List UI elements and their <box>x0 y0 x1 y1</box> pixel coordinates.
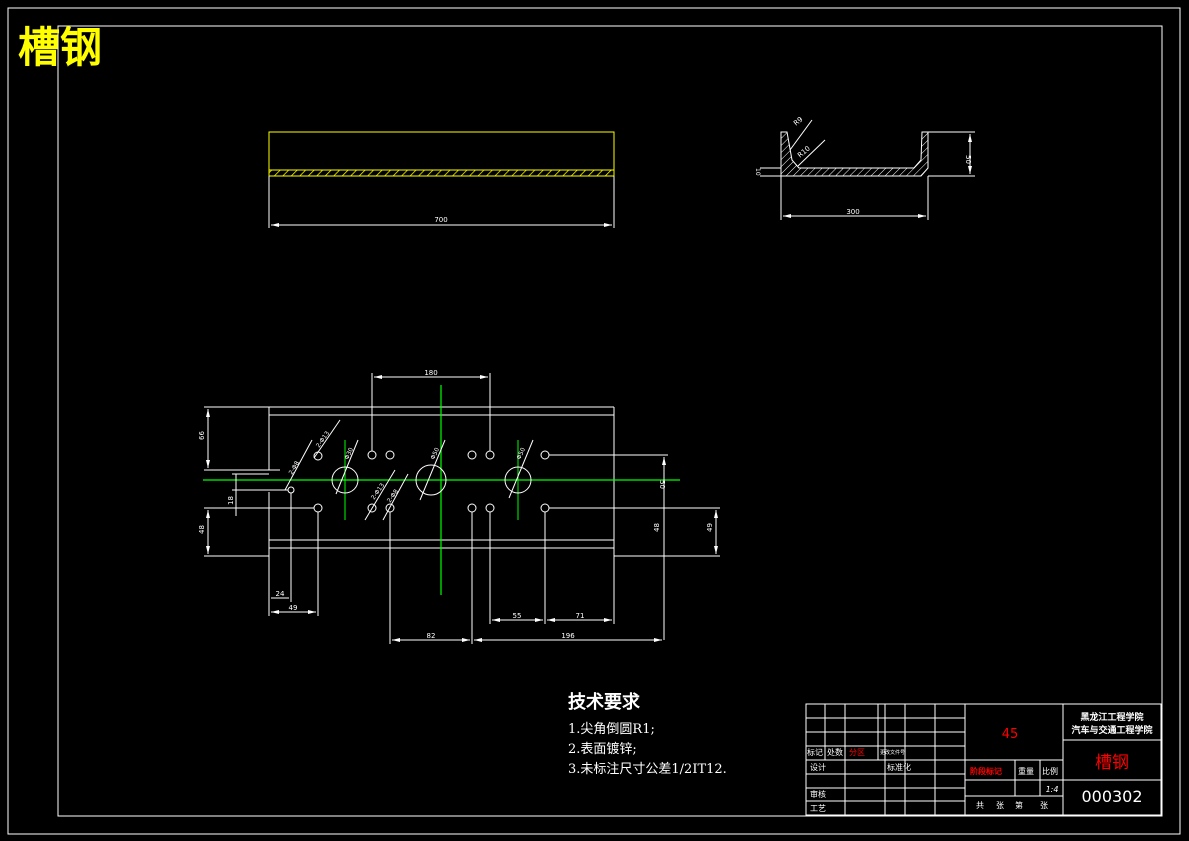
label-process: 工艺 <box>810 804 826 813</box>
school-line-1: 黑龙江工程学院 <box>1080 711 1143 723</box>
dim-bottom-55: 55 <box>513 612 522 620</box>
label-sheets: 张 <box>996 801 1004 810</box>
label-design: 设计 <box>810 762 826 772</box>
tech-requirements: 技术要求 1.尖角倒圆R1; 2.表面镀锌; 3.未标注尺寸公差1/2IT12. <box>568 688 727 780</box>
title-block-text: 45 黑龙江工程学院 汽车与交通工程学院 槽钢 000302 1:4 标记 处数… <box>807 711 1153 813</box>
label-weight: 重量 <box>1018 766 1034 776</box>
section-view: 50 300 10 R9 R10 <box>754 115 975 220</box>
tech-requirements-heading: 技术要求 <box>568 692 640 713</box>
dim-right-center: 50 <box>658 480 666 489</box>
material-value: 45 <box>1002 727 1019 742</box>
big-hole-2 <box>415 464 447 496</box>
label-change-doc: 更改文件号 <box>880 749 905 756</box>
dim-left-bottom: 48 <box>198 525 206 534</box>
callout-small-hole-a: 2-Φ8 <box>288 460 301 476</box>
school-line-2: 汽车与交通工程学院 <box>1071 724 1152 736</box>
tech-requirement-item: 2.表面镀锌; <box>568 742 637 757</box>
callout-small-hole-d: 2-Φ8 <box>386 488 400 504</box>
top-view: 700 <box>268 131 615 228</box>
label-page: 第 <box>1015 800 1023 810</box>
dim-left-top: 66 <box>198 431 206 440</box>
big-hole-3 <box>504 466 532 494</box>
part-name: 槽钢 <box>1095 753 1129 773</box>
section-thickness-dim: 10 <box>754 168 761 176</box>
callout-small-hole-b: 2-Φ13 <box>315 430 331 449</box>
label-standardize: 标准化 <box>887 762 911 772</box>
label-mark: 标记 <box>807 747 823 757</box>
title-block <box>805 703 1162 816</box>
top-view-length-dim: 700 <box>434 216 447 224</box>
label-review: 审核 <box>810 789 826 799</box>
label-total: 共 <box>976 801 984 810</box>
callout-big-hole-1: Φ30 <box>343 447 355 461</box>
dim-right-bottom-a: 48 <box>653 523 661 532</box>
section-height-dim: 50 <box>964 155 972 164</box>
drawing-number: 000302 <box>1081 787 1142 806</box>
outer-frame <box>7 7 1181 835</box>
label-stage: 阶段标记 <box>970 766 1002 776</box>
dim-bottom-24: 24 <box>276 590 285 598</box>
dim-bottom-196: 196 <box>561 632 575 640</box>
tech-requirement-item: 1.尖角倒圆R1; <box>568 722 655 737</box>
big-hole-1 <box>331 466 359 494</box>
scale-value: 1:4 <box>1046 785 1059 794</box>
callout-big-hole-3: Φ50 <box>515 447 527 461</box>
plan-view: 180 66 18 48 50 48 49 24 <box>198 369 720 644</box>
dim-right-bottom-b: 49 <box>706 523 714 532</box>
tech-requirement-item: 3.未标注尺寸公差1/2IT12. <box>568 762 727 777</box>
section-radius-inner: R10 <box>796 145 812 160</box>
label-zone: 分区 <box>849 748 865 757</box>
inner-frame <box>57 25 1163 817</box>
label-page-unit: 张 <box>1040 801 1048 810</box>
drawing-title: 槽钢 <box>18 23 103 72</box>
dim-left-offset: 18 <box>227 496 235 505</box>
dim-top-span: 180 <box>424 369 437 377</box>
dim-bottom-49: 49 <box>289 604 298 612</box>
label-count: 处数 <box>827 747 843 757</box>
section-radius-outer: R9 <box>792 115 804 127</box>
section-width-dim: 300 <box>846 208 859 216</box>
dim-bottom-82: 82 <box>427 632 436 640</box>
callout-big-hole-2: Φ50 <box>429 447 441 461</box>
dim-bottom-71: 71 <box>576 612 585 620</box>
label-ratio: 比例 <box>1042 766 1058 776</box>
